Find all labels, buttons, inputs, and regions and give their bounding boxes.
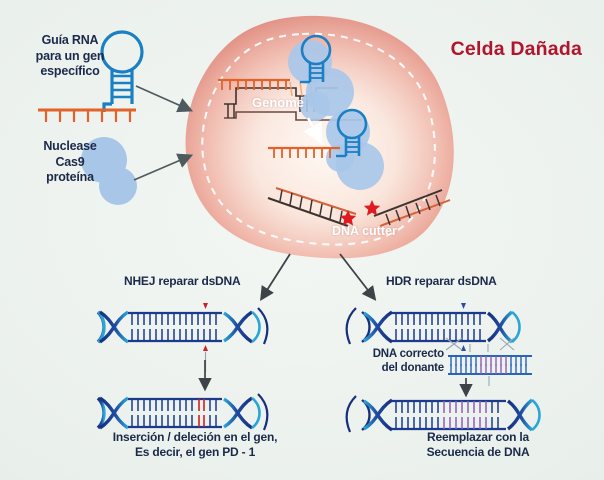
arrow-cas9-to-cell	[133, 153, 194, 181]
arrow-down-left-icon	[260, 253, 291, 302]
red-star-icon	[339, 210, 357, 226]
cas9-protein-icon	[81, 137, 137, 205]
cas9-grna-complex-lower	[268, 108, 384, 190]
arrow-down-right-icon	[339, 253, 377, 301]
hdr-result-caption: Reemplazar con la Secuencia de DNA	[426, 430, 530, 459]
cut-marker-icon	[461, 345, 466, 351]
cas9-grna-complex-upper	[288, 34, 354, 121]
hdr-dna-step1	[345, 303, 521, 351]
cut-dna-fragments	[267, 187, 451, 227]
donor-dna-fragment	[445, 337, 532, 386]
red-star-icon	[363, 200, 381, 216]
arrow-grna-to-cell	[135, 85, 194, 113]
guide-rna-label: Guía RNA para un gen específico	[35, 33, 105, 79]
nhej-pathway-label: NHEJ reparar dsDNA	[124, 274, 241, 288]
dna-cutter-label: DNA cutter	[332, 224, 397, 238]
nhej-dna-result	[96, 393, 269, 431]
nhej-dna-step1	[96, 303, 269, 372]
nhej-result-caption: Inserción / deleción en el gen, Es decir…	[112, 430, 278, 459]
genome-label: Genome	[252, 95, 305, 110]
page-title: Celda Dañada	[450, 38, 582, 60]
arrow-cleavage-step	[303, 117, 323, 145]
cut-marker-icon	[203, 303, 208, 309]
hdr-dna-result	[345, 395, 541, 433]
cut-marker-icon	[203, 345, 208, 351]
cut-marker-icon	[461, 303, 466, 309]
hdr-pathway-label: HDR reparar dsDNA	[386, 274, 497, 288]
donor-dna-label: DNA correcto del donante	[372, 348, 445, 375]
nuclease-label: Nuclease Cas9 proteína	[43, 139, 97, 185]
rna-hairpin-icon	[38, 30, 144, 122]
nucleus-membrane	[201, 32, 436, 246]
